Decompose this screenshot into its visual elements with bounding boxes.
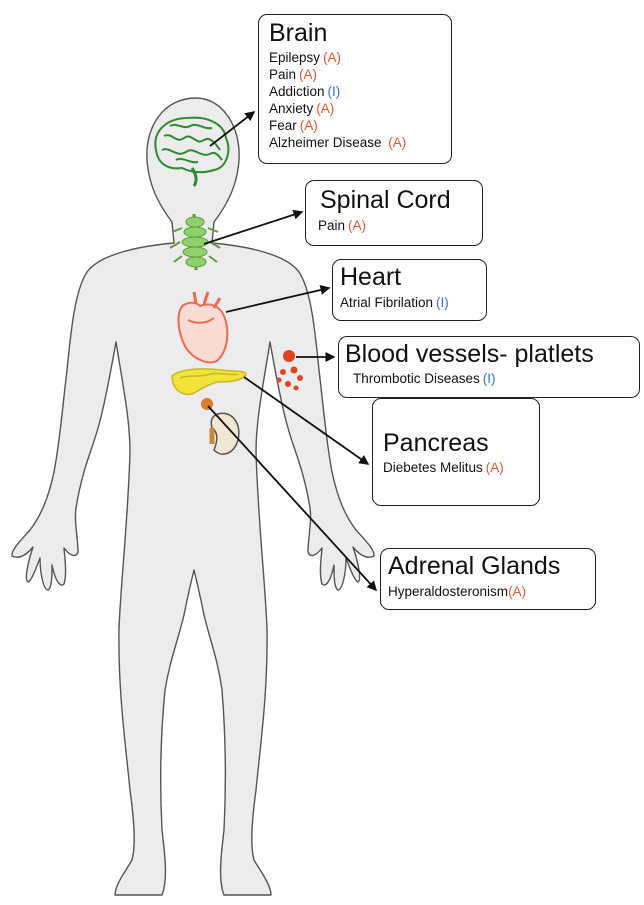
condition-name: Epilepsy bbox=[269, 50, 320, 65]
condition-name: Alzheimer Disease bbox=[269, 135, 385, 150]
condition-name: Addiction bbox=[269, 84, 325, 99]
condition-name: Pain bbox=[318, 218, 345, 233]
condition-name: Hyperaldosteronism bbox=[388, 584, 508, 599]
condition-item: Addiction(I) bbox=[269, 83, 441, 100]
condition-item: Alzheimer Disease (A) bbox=[269, 134, 441, 151]
pancreas-label-box: Pancreas Diebetes Melitus(A) bbox=[372, 398, 540, 506]
inhibitor-tag: (I) bbox=[328, 84, 341, 99]
inhibitor-tag: (I) bbox=[483, 371, 496, 386]
inhibitor-tag: (I) bbox=[436, 295, 449, 310]
agonist-tag: (A) bbox=[323, 50, 341, 65]
agonist-tag: (A) bbox=[508, 584, 526, 599]
condition-item: Diebetes Melitus(A) bbox=[383, 459, 531, 476]
brain-label-box: Brain Epilepsy(A) Pain(A) Addiction(I) A… bbox=[258, 14, 452, 164]
condition-item: Epilepsy(A) bbox=[269, 49, 441, 66]
condition-item: Pain(A) bbox=[269, 66, 441, 83]
agonist-tag: (A) bbox=[299, 67, 317, 82]
agonist-tag: (A) bbox=[348, 218, 366, 233]
agonist-tag: (A) bbox=[388, 135, 406, 150]
condition-item: Thrombotic Diseases(I) bbox=[353, 370, 633, 387]
condition-item: Anxiety(A) bbox=[269, 100, 441, 117]
condition-name: Pain bbox=[269, 67, 296, 82]
agonist-tag: (A) bbox=[300, 118, 318, 133]
organ-title: Adrenal Glands bbox=[388, 552, 588, 581]
condition-name: Diebetes Melitus bbox=[383, 460, 483, 475]
condition-name: Fear bbox=[269, 118, 297, 133]
organ-title: Brain bbox=[269, 19, 441, 47]
organ-title: Spinal Cord bbox=[320, 184, 470, 216]
condition-name: Atrial Fibrilation bbox=[340, 295, 433, 310]
condition-item: Fear(A) bbox=[269, 117, 441, 134]
condition-item: Pain(A) bbox=[318, 217, 470, 234]
spinal-cord-label-box: Spinal Cord Pain(A) bbox=[305, 180, 483, 246]
organ-title: Pancreas bbox=[383, 429, 531, 457]
agonist-tag: (A) bbox=[316, 101, 334, 116]
organ-title: Heart bbox=[340, 263, 479, 292]
condition-item: Hyperaldosteronism(A) bbox=[388, 583, 588, 600]
blood-vessels-label-box: Blood vessels- platlets Thrombotic Disea… bbox=[338, 336, 640, 398]
agonist-tag: (A) bbox=[486, 460, 504, 475]
condition-item: Atrial Fibrilation(I) bbox=[340, 294, 479, 311]
condition-name: Anxiety bbox=[269, 101, 313, 116]
arrow-spinal-cord bbox=[204, 212, 302, 244]
condition-name: Thrombotic Diseases bbox=[353, 371, 480, 386]
adrenal-glands-label-box: Adrenal Glands Hyperaldosteronism(A) bbox=[380, 548, 596, 610]
organ-title: Blood vessels- platlets bbox=[345, 339, 633, 369]
heart-label-box: Heart Atrial Fibrilation(I) bbox=[332, 259, 487, 321]
